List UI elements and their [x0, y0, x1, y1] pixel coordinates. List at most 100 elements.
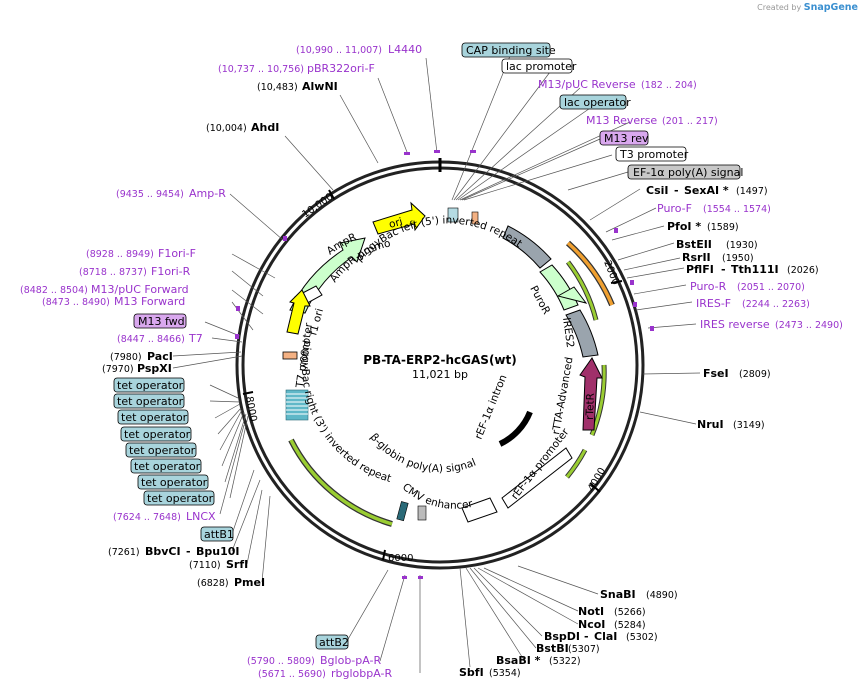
enzyme-fsei[interactable]: FseI — [703, 367, 729, 380]
enzyme-sbfi[interactable]: SbfI — [459, 666, 484, 679]
primer-ires-f-range: (2244 .. 2263) — [742, 299, 810, 310]
primer-ires-reverse[interactable]: IRES reverse — [700, 318, 770, 331]
enzyme-bbvci[interactable]: BbvCI — [145, 545, 181, 558]
tet-operator-shapes — [285, 389, 309, 421]
enzyme-rsrii[interactable]: RsrII — [682, 251, 711, 264]
enzyme-pflfi[interactable]: PflFI — [686, 263, 714, 276]
t7-promoter-shape[interactable] — [282, 351, 298, 360]
box-tet-operator-6[interactable] — [130, 458, 202, 474]
attb2-shape[interactable] — [417, 505, 427, 521]
enzyme-bstbi[interactable]: BstBI — [536, 642, 569, 655]
enzyme-bsabi[interactable]: BsaBI * — [496, 654, 541, 667]
primer-bglob[interactable]: Bglob-pA-R — [320, 654, 382, 667]
box-m13-rev-label: M13 rev — [604, 132, 649, 145]
enzyme-ncoi-pos: (5284) — [614, 620, 646, 631]
primer-marks — [235, 150, 654, 579]
enzyme-ncoi[interactable]: NcoI — [578, 618, 605, 631]
enzyme-csii[interactable]: CsiI — [646, 184, 668, 197]
pb-right-arc-fill — [289, 439, 393, 526]
primer-f1ori-r[interactable]: F1ori-R — [151, 265, 191, 278]
box-m13-fwd[interactable] — [133, 313, 187, 329]
box-tet-operator-8[interactable] — [143, 490, 215, 506]
enzyme-pmei-pos: (6828) — [197, 578, 229, 589]
primer-m13puc-rev[interactable]: M13/pUC Reverse — [538, 78, 636, 91]
primer-puro-r[interactable]: Puro-R — [690, 280, 727, 293]
primer-puro-f[interactable]: Puro-F — [657, 202, 692, 215]
enzyme-bspdi[interactable]: BspDI — [544, 630, 580, 643]
ori-arrow[interactable] — [372, 201, 426, 235]
primer-puro-r-range: (2051 .. 2070) — [737, 282, 805, 293]
enzyme-srfi[interactable]: SrfI — [226, 558, 248, 571]
box-tet-operator-2[interactable] — [113, 393, 185, 409]
box-ef1a-polya-label: EF-1α poly(A) signal — [633, 166, 743, 179]
box-tet-operator-4[interactable] — [120, 426, 192, 442]
pb-left-arc[interactable] — [502, 225, 552, 269]
rtetr-arrow[interactable] — [579, 357, 603, 431]
cmv-shape[interactable] — [461, 497, 498, 523]
enzyme-alwni-pos: (10,483) — [257, 82, 298, 93]
enzyme-tth111i[interactable]: Tth111I — [731, 263, 779, 276]
enzyme-ahdi[interactable]: AhdI — [251, 121, 279, 134]
primer-amp-r-range: (9435 .. 9454) — [116, 189, 184, 200]
enzyme-pmei[interactable]: PmeI — [234, 576, 265, 589]
enzyme-bbvci-pos: (7261) — [108, 547, 140, 558]
box-cap-binding-label: CAP binding site — [466, 44, 556, 57]
tick-6000: 6000 — [388, 553, 413, 564]
box-tet-operator-1[interactable] — [113, 377, 185, 393]
enzyme-ahdi-pos: (10,004) — [206, 123, 247, 134]
pb-left-small2[interactable] — [471, 211, 479, 225]
primer-ires-f[interactable]: IRES-F — [696, 297, 731, 310]
primer-pbr322[interactable]: pBR322ori-F — [307, 62, 375, 75]
primer-m13-forward[interactable]: M13 Forward — [114, 295, 185, 308]
tick-4000: 4000 — [586, 466, 608, 494]
enzyme-nrui[interactable]: NruI — [697, 418, 724, 431]
box-tet-operator-7[interactable] — [137, 474, 209, 490]
enzyme-noti[interactable]: NotI — [578, 605, 604, 618]
enzyme-pfoi[interactable]: PfoI * — [667, 220, 701, 233]
primer-lncx[interactable]: LNCX — [186, 510, 216, 523]
svg-text:-: - — [674, 184, 679, 197]
box-attb2[interactable] — [315, 634, 349, 650]
box-t3-promoter[interactable] — [615, 146, 687, 162]
enzyme-bpu10i[interactable]: Bpu10I — [196, 545, 240, 558]
primer-amp-r[interactable]: Amp-R — [189, 187, 226, 200]
box-m13-rev[interactable] — [599, 130, 649, 146]
box-lac-operator[interactable] — [559, 94, 627, 110]
primer-m13-reverse-range: (201 .. 217) — [662, 116, 718, 127]
primer-l4440[interactable]: L4440 — [388, 43, 422, 56]
enzyme-bsteii[interactable]: BstEII — [676, 238, 712, 251]
enzyme-pspxi[interactable]: PspXI — [137, 362, 172, 375]
ref1a-intron-label: rEF-1α intron — [473, 373, 510, 441]
attb1-shape[interactable] — [396, 501, 409, 522]
box-cap-binding[interactable] — [461, 42, 551, 58]
box-lac-promoter[interactable] — [501, 58, 573, 74]
box-tet-operator-5[interactable] — [125, 442, 197, 458]
ref1a-promoter-shape[interactable] — [501, 447, 573, 509]
primer-m13-reverse[interactable]: M13 Reverse — [586, 114, 657, 127]
enzyme-pfoi-pos: (1589) — [707, 222, 739, 233]
enzyme-fsei-pos: (2809) — [739, 369, 771, 380]
enzyme-sexai[interactable]: SexAI * — [684, 184, 729, 197]
enzyme-pflfi-pos: (2026) — [787, 265, 819, 276]
enzyme-alwni[interactable]: AlwNI — [302, 80, 338, 93]
ori-label: ori — [388, 216, 404, 231]
pb-left-small1[interactable] — [447, 207, 459, 223]
box-tet-operator-3[interactable] — [117, 409, 189, 425]
rtetr-label: rTetR — [584, 393, 597, 420]
tick-8000: 8000 — [243, 396, 258, 423]
enzyme-rsrii-pos: (1950) — [722, 253, 754, 264]
primer-m13puc-fwd[interactable]: M13/pUC Forward — [91, 283, 189, 296]
primer-rbglob[interactable]: rbglobpA-R — [331, 667, 392, 680]
box-ef1a-polya[interactable] — [627, 164, 741, 180]
f1-ori-arrow[interactable] — [286, 289, 311, 335]
ref1a-intron-arc[interactable] — [498, 410, 533, 447]
primer-t7[interactable]: T7 — [188, 332, 203, 345]
ires2-shape[interactable] — [565, 309, 599, 358]
enzyme-snabi[interactable]: SnaBI — [600, 588, 636, 601]
enzyme-paci[interactable]: PacI — [147, 350, 173, 363]
box-attb1[interactable] — [200, 526, 234, 542]
primer-f1ori-f[interactable]: F1ori-F — [158, 247, 196, 260]
enzyme-clai[interactable]: ClaI — [594, 630, 617, 643]
primer-m13puc-rev-range: (182 .. 204) — [641, 80, 697, 91]
